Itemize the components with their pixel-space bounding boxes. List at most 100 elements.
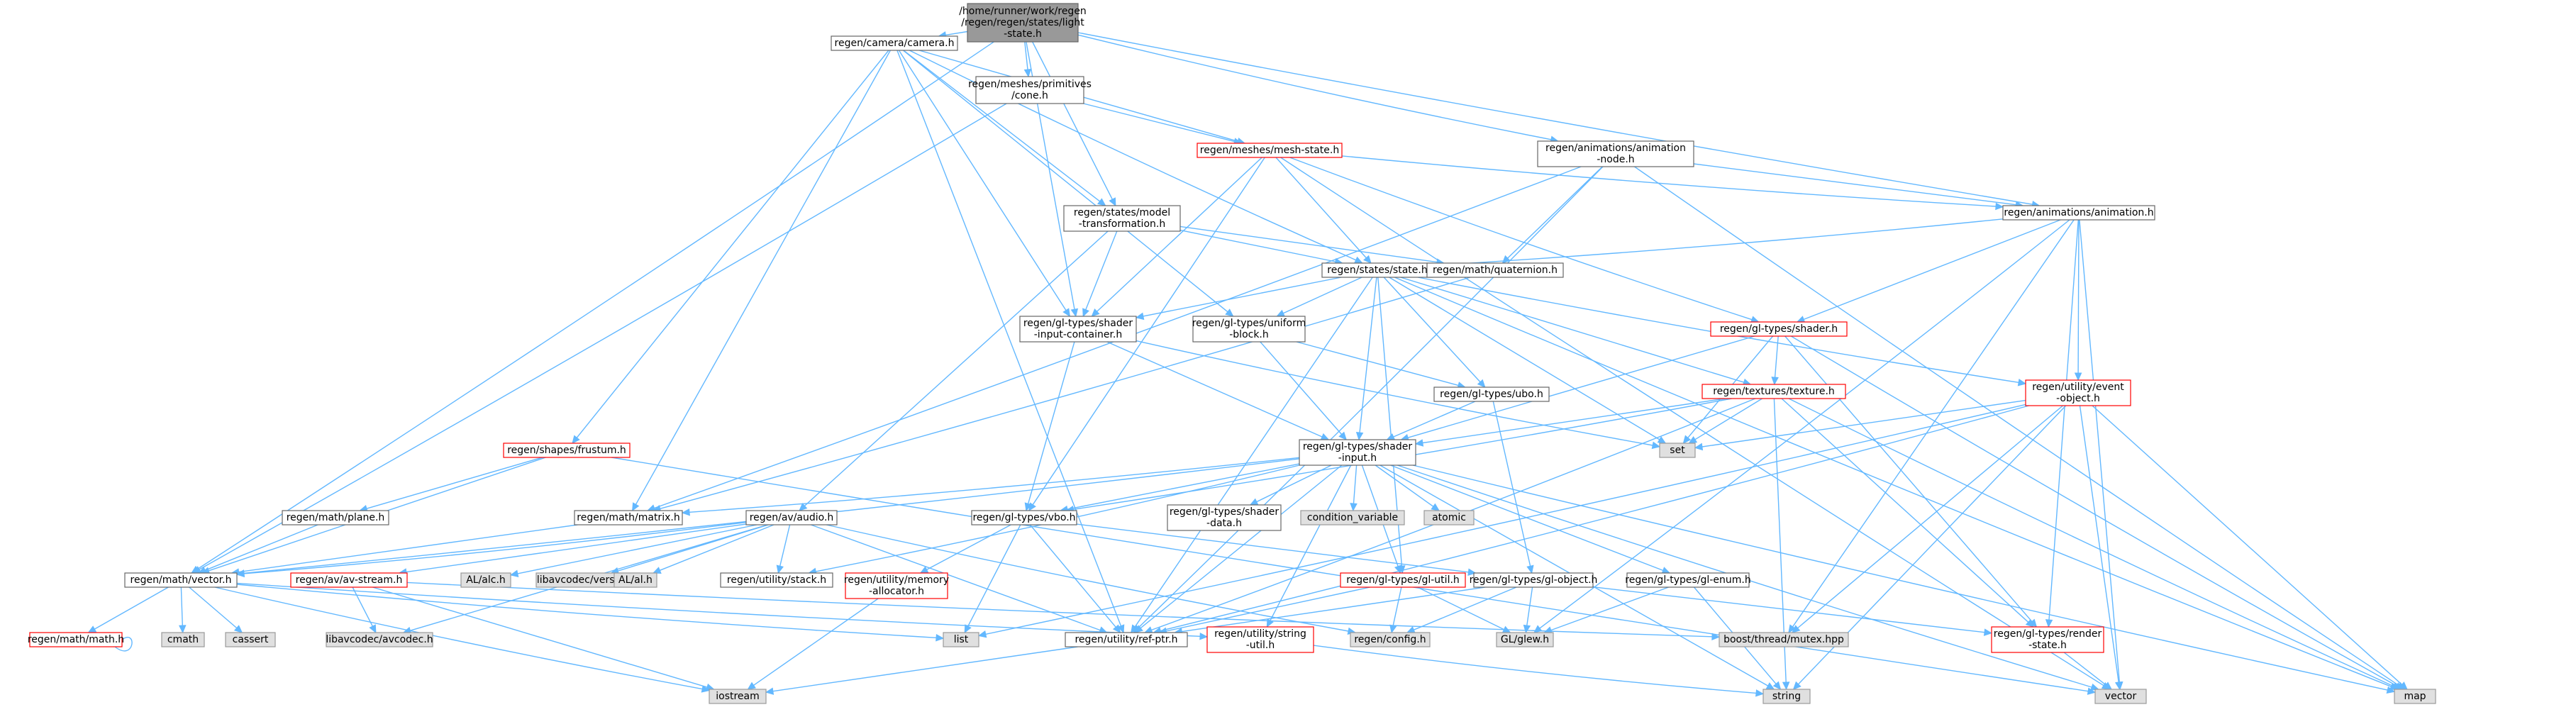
node-shaderdata[interactable]: regen/gl-types/shader-data.h: [1167, 504, 1282, 531]
node-label-line: -input-container.h: [1034, 329, 1123, 340]
edges-layer: [87, 30, 2408, 697]
node-state[interactable]: regen/states/state.h: [1321, 262, 1433, 278]
node-cone[interactable]: regen/meshes/primitives/cone.h: [968, 76, 1092, 104]
node-camera[interactable]: regen/camera/camera.h: [831, 35, 958, 51]
node-avaudio[interactable]: regen/av/audio.h: [745, 510, 838, 525]
node-matrix[interactable]: regen/math/matrix.h: [574, 510, 683, 525]
node-vbo[interactable]: regen/gl-types/vbo.h: [971, 510, 1077, 525]
node-box: [1991, 626, 2104, 653]
node-vector: vector: [2094, 689, 2147, 704]
edge-state-to-ubo: [1383, 277, 1486, 388]
node-box: [290, 572, 408, 588]
node-stack[interactable]: regen/utility/stack.h: [720, 572, 833, 588]
edge-state-to-texture: [1400, 277, 1752, 386]
node-animnode[interactable]: regen/animations/animation-node.h: [1537, 140, 1694, 167]
node-label-line: libavcodec/avcodec.h: [326, 634, 433, 645]
node-cmath: cmath: [161, 632, 205, 647]
node-texture[interactable]: regen/textures/texture.h: [1701, 384, 1846, 399]
edge-eventobj-to-refptr: [1153, 405, 2029, 635]
node-shaderinput[interactable]: regen/gl-types/shader-input.h: [1299, 439, 1416, 466]
edge-animnode-to-map: [1634, 166, 2406, 690]
node-label-line: regen/gl-types/shader.h: [1720, 323, 1838, 335]
node-iostream: iostream: [709, 689, 767, 704]
node-label-line: regen/gl-types/shader: [1303, 441, 1413, 452]
node-label-line: regen/gl-types/ubo.h: [1440, 389, 1543, 400]
node-box: [967, 3, 1079, 43]
node-label-line: regen/gl-types/vbo.h: [972, 512, 1075, 523]
node-label-line: GL/glew.h: [1501, 634, 1549, 645]
edge-root-to-vector_h: [191, 41, 994, 574]
node-box: [1197, 143, 1343, 158]
node-label-line: regen/gl-types/gl-util.h: [1346, 574, 1460, 586]
edge-meshstate-to-shader: [1289, 157, 1760, 323]
node-globject[interactable]: regen/gl-types/gl-object.h: [1470, 572, 1598, 588]
node-glenum[interactable]: regen/gl-types/gl-enum.h: [1625, 572, 1751, 588]
edge-ubo-to-globject: [1492, 401, 1534, 574]
node-box: [1350, 632, 1431, 647]
node-uniformblock[interactable]: regen/gl-types/uniform-block.h: [1192, 316, 1306, 343]
edge-frustum-to-plane: [359, 457, 543, 513]
edge-meshstate-to-state: [1275, 157, 1372, 264]
node-label-line: cmath: [167, 634, 199, 645]
edge-meshstate-to-vector: [1280, 157, 2111, 690]
node-stringutil[interactable]: regen/utility/string-util.h: [1206, 626, 1314, 653]
node-mathh[interactable]: regen/math/math.h: [28, 632, 124, 647]
node-label-line: regen/gl-types/shader: [1170, 506, 1279, 518]
node-label-line: /home/runner/work/regen: [959, 6, 1087, 17]
node-box: [1710, 321, 1848, 337]
node-label-line: regen/av/audio.h: [750, 512, 834, 523]
edge-uniformblock-to-shaderinput: [1260, 341, 1348, 440]
node-box: [1065, 632, 1188, 647]
node-box: [1433, 386, 1550, 402]
node-shaderinputcont[interactable]: regen/gl-types/shader-input-container.h: [1019, 316, 1137, 343]
node-label-line: regen/states/model: [1074, 207, 1170, 218]
edge-vbo-to-refptr: [1029, 524, 1121, 633]
node-mutex: boost/thread/mutex.hpp: [1719, 632, 1849, 647]
node-box: [709, 689, 767, 704]
edge-avstream-to-mutex: [406, 582, 1721, 641]
node-label-line: regen/utility/stack.h: [727, 574, 826, 586]
edge-state-to-map: [1394, 277, 2399, 690]
node-quaternion[interactable]: regen/math/quaternion.h: [1426, 262, 1564, 278]
node-label-line: regen/utility/memory: [844, 574, 949, 586]
node-avstream[interactable]: regen/av/av-stream.h: [290, 572, 408, 588]
node-label-line: set: [1670, 445, 1685, 456]
edge-meshstate-to-shaderinputcont: [1091, 157, 1262, 317]
node-frustum[interactable]: regen/shapes/frustum.h: [503, 443, 631, 458]
edge-animation-to-vector: [2079, 219, 2123, 691]
edge-state-to-shaderinputcont: [1135, 277, 1342, 321]
node-label-line: regen/gl-types/gl-enum.h: [1625, 574, 1750, 586]
node-box: [943, 632, 979, 647]
node-label-line: -transformation.h: [1079, 218, 1165, 230]
node-alc: AL/alc.h: [460, 572, 511, 588]
node-condvar: condition_variable: [1300, 510, 1405, 525]
edge-root-to-modeltrans: [1032, 41, 1116, 207]
node-memalloc[interactable]: regen/utility/memory-allocator.h: [844, 572, 949, 599]
node-label-line: regen/gl-types/uniform: [1192, 318, 1306, 329]
edge-camera-to-shaderinputcont: [898, 50, 1071, 318]
node-meshstate[interactable]: regen/meshes/mesh-state.h: [1197, 143, 1343, 158]
node-eventobj[interactable]: regen/utility/event-object.h: [2025, 379, 2131, 406]
node-root[interactable]: /home/runner/work/regen/regen/regen/stat…: [959, 3, 1087, 43]
node-renderstate[interactable]: regen/gl-types/render-state.h: [1991, 626, 2104, 653]
edge-root-to-animnode: [1077, 34, 1559, 143]
edge-modeltrans-to-quaternion: [1179, 226, 1445, 266]
edge-shaderinput-to-condvar: [1350, 465, 1358, 512]
node-label-line: -object.h: [2056, 393, 2100, 404]
edge-stringutil-to-string: [1313, 645, 1765, 697]
node-set: set: [1659, 443, 1696, 458]
node-label-line: regen/camera/camera.h: [835, 38, 955, 49]
node-glutil[interactable]: regen/gl-types/gl-util.h: [1340, 572, 1466, 588]
node-animation[interactable]: regen/animations/animation.h: [2002, 205, 2155, 221]
node-shader[interactable]: regen/gl-types/shader.h: [1710, 321, 1848, 337]
edge-animnode-to-animation: [1693, 163, 2024, 208]
node-ubo[interactable]: regen/gl-types/ubo.h: [1433, 386, 1550, 402]
node-label-line: regen/av/av-stream.h: [296, 574, 403, 586]
node-refptr[interactable]: regen/utility/ref-ptr.h: [1065, 632, 1188, 647]
edge-avaudio-to-stack: [776, 524, 791, 574]
edge-camera-to-frustum: [572, 50, 889, 444]
node-modeltrans[interactable]: regen/states/model-transformation.h: [1063, 205, 1181, 232]
node-plane[interactable]: regen/math/plane.h: [282, 510, 389, 525]
node-vector_h[interactable]: regen/math/vector.h: [124, 572, 238, 588]
node-label-line: -state.h: [2028, 640, 2067, 651]
